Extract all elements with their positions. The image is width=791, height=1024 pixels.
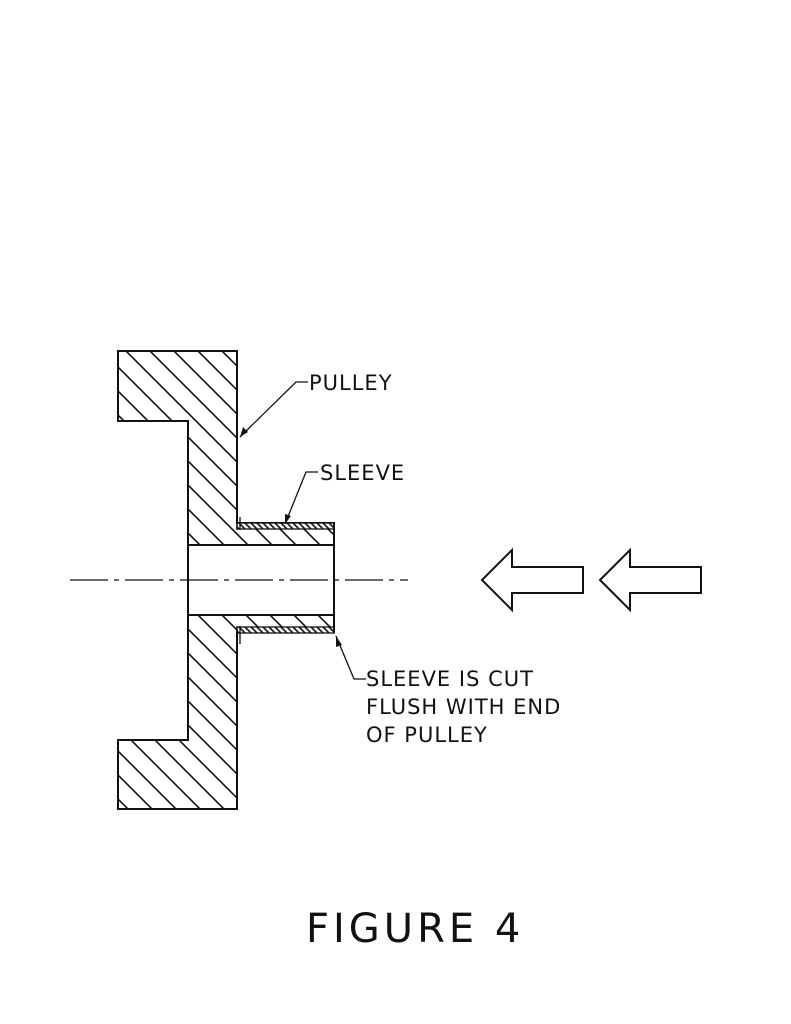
hatch-line: [143, 351, 334, 809]
hatch-line: [285, 627, 295, 633]
hatch-line: [291, 627, 301, 633]
sleeve-bottom: [218, 624, 350, 636]
hatch-line: [309, 523, 319, 529]
arrow-left-icon-second: [598, 547, 702, 613]
hatch-line: [267, 627, 277, 633]
hatch-line: [315, 523, 325, 529]
hatch-line: [118, 351, 279, 809]
figure-caption: FIGURE 4: [306, 906, 524, 952]
sleeve-leader-arrowhead: [285, 514, 291, 524]
hatch-line: [338, 520, 350, 532]
hatch-line: [255, 627, 265, 633]
hatch-line: [327, 627, 334, 633]
hatch-line: [261, 627, 271, 633]
hatch-line: [338, 624, 350, 636]
hatch-line: [321, 523, 331, 529]
hatch-line: [224, 624, 236, 636]
hatch-line: [249, 523, 259, 529]
hatch-line: [273, 627, 283, 633]
hatch-line: [327, 523, 334, 529]
note-line-2: FLUSH WITH END: [366, 695, 561, 719]
hatch-line: [119, 351, 334, 809]
hatch-line: [255, 523, 265, 529]
hatch-line: [279, 627, 289, 633]
hatch-line: [303, 523, 313, 529]
hatch-line: [297, 627, 307, 633]
pulley-leader: [239, 381, 308, 438]
hatch-line: [309, 627, 319, 633]
hatch-line: [118, 351, 135, 809]
sleeve-leader: [284, 471, 318, 525]
hatch-line: [285, 523, 295, 529]
note-leader-arrowhead: [336, 636, 342, 647]
hatch-line: [267, 523, 277, 529]
sleeve-label: SLEEVE: [320, 461, 405, 485]
hatch-line: [303, 627, 313, 633]
hatch-line: [315, 627, 325, 633]
hatch-line: [273, 523, 283, 529]
note-line-1: SLEEVE IS CUT: [366, 667, 534, 691]
hatch-line: [118, 351, 334, 809]
hatch-line: [243, 627, 253, 633]
hatch-line: [237, 523, 247, 529]
hatch-line: [118, 351, 303, 809]
pulley-leader-arrowhead: [240, 427, 248, 437]
hatch-line: [237, 627, 247, 633]
hatch-line: [218, 624, 230, 636]
hatch-line: [243, 523, 253, 529]
hatch-line: [261, 523, 271, 529]
hatch-line: [279, 523, 289, 529]
hatch-line: [321, 627, 331, 633]
hatch-line: [249, 627, 259, 633]
note-line-3: OF PULLEY: [366, 723, 488, 747]
hatch-line: [291, 523, 301, 529]
note-leader: [335, 635, 366, 680]
hatch-line: [297, 523, 307, 529]
arrow-left-icon: [480, 547, 584, 613]
pulley-label: PULLEY: [309, 371, 393, 395]
